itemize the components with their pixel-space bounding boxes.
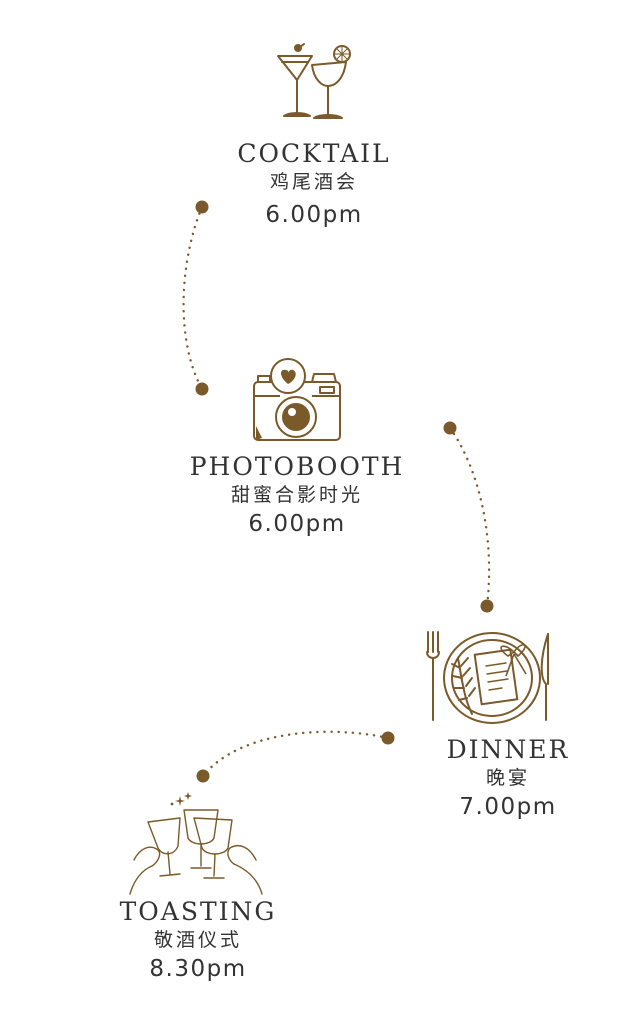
event-cocktail: COCKTAIL 鸡尾酒会 6.00pm (214, 140, 414, 231)
camera-heart-icon (253, 358, 341, 441)
event-chinese-name: 晚宴 (485, 766, 530, 789)
event-toasting: TOASTING 敬酒仪式 8.30pm (98, 898, 298, 985)
event-chinese-name: 甜蜜合影时光 (230, 483, 363, 506)
timeline-dot (196, 769, 210, 783)
event-time: 6.00pm (248, 511, 346, 537)
event-title: DINNER (446, 735, 570, 764)
timeline-dot (480, 599, 494, 613)
timeline-dot (195, 382, 209, 396)
event-title: TOASTING (119, 897, 277, 926)
connector-dinner-toasting (201, 730, 390, 778)
timeline-dot (195, 200, 209, 214)
cocktail-glasses-icon (277, 43, 351, 119)
event-chinese-name: 敬酒仪式 (153, 928, 242, 951)
event-time: 8.30pm (149, 956, 247, 982)
connector-photobooth-dinner (448, 426, 491, 608)
event-time: 6.00pm (265, 202, 363, 228)
timeline-dot (381, 731, 395, 745)
timeline-dot (443, 421, 457, 435)
event-dinner: DINNER 晚宴 7.00pm (408, 736, 608, 823)
event-chinese-name: 鸡尾酒会 (269, 170, 358, 193)
toasting-glasses-icon (129, 792, 263, 895)
dinner-plate-icon (426, 631, 549, 724)
event-title: PHOTOBOOTH (189, 452, 405, 481)
event-title: COCKTAIL (237, 139, 391, 168)
event-time: 7.00pm (459, 794, 557, 820)
connector-cocktail-photobooth (182, 205, 204, 391)
event-photobooth: PHOTOBOOTH 甜蜜合影时光 6.00pm (172, 453, 422, 540)
